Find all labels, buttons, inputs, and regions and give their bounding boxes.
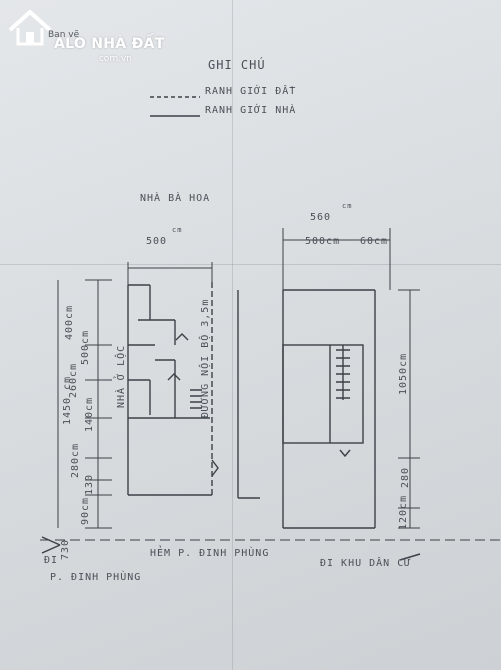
dim-730: 730 [60,538,71,560]
dim-90: 90cm [80,496,91,525]
right-plan-house-width: 500cm [305,236,341,247]
right-plan-total-width: 560 [310,212,332,223]
paper-fold-vertical [232,0,233,670]
residential-direction-label: ĐI KHU DÂN CƯ [320,558,412,569]
right-plan-total-width-unit: cm [342,202,353,210]
legend-house-boundary-label: RANH GIỚI NHÀ [205,105,297,116]
paper-fold-horizontal [0,264,501,265]
dim-500: 500cm [80,329,91,365]
dim-130: 130 [84,473,95,495]
street-label: HẺM P. ĐINH PHÙNG [150,548,270,559]
internal-path-label: ĐƯỜNG NỘI BỘ 3,5m [200,298,211,418]
direction-street-label: P. ĐINH PHÙNG [50,572,142,583]
left-plan-width-label: 500 [146,236,168,247]
corner-stamp-text: Ban vẽ [48,30,80,40]
dim-260: 260cm [68,362,79,398]
dim-280: 280cm [70,442,81,478]
dim-400: 400cm [64,304,75,340]
right-dim-280: 280 [400,466,411,488]
house-label: NHÀ Ở LỘC [116,344,127,408]
legend-title: GHI CHÚ [208,58,266,72]
watermark-brand: ALO NHÀ ĐẤT [54,36,165,52]
house-logo-icon [8,10,52,46]
dim-140: 140cm [84,396,95,432]
alonhadat-watermark: ALO NHÀ ĐẤT .com.vn [6,6,166,64]
direction-left-label: ĐI [44,555,59,566]
right-plan-setback-width: 60cm [360,236,389,247]
legend-land-boundary-label: RANH GIỚI ĐẤT [205,86,297,97]
watermark-domain: .com.vn [96,54,132,64]
right-dim-1050: 1050cm [398,352,409,395]
neighbor-label: NHÀ BÀ HOA [140,193,211,204]
left-plan-width-unit: cm [172,226,183,234]
right-dim-120: 120cm [398,494,409,530]
